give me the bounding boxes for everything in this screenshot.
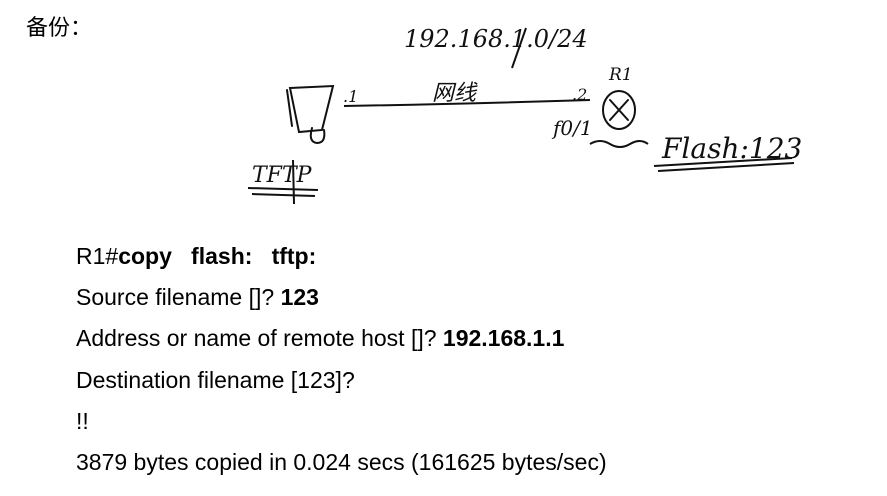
tftp-underline: [247, 159, 319, 205]
host-ip-suffix: .1: [343, 87, 358, 106]
console-command-line: R1#copy flash: tftp:: [76, 238, 607, 279]
source-filename-prompt: Source filename []?: [76, 284, 281, 311]
console-output: R1#copy flash: tftp: Source filename []?…: [76, 238, 607, 485]
subnet-slash: [511, 27, 527, 69]
backup-heading: 备份：: [26, 16, 93, 41]
transfer-result-line: 3879 bytes copied in 0.024 secs (161625 …: [76, 448, 607, 475]
router-icon: [602, 90, 636, 130]
source-filename-line: Source filename []? 123: [76, 279, 607, 320]
router-interface-label: f0/1: [551, 116, 593, 140]
network-cable: [343, 99, 591, 107]
source-filename-value: 123: [280, 284, 319, 311]
console-command: copy flash: tftp:: [118, 243, 317, 269]
subnet-label: 192.168.1.0/24: [404, 25, 588, 53]
transfer-progress-line: !!: [76, 407, 89, 434]
router-name-label: R1: [608, 65, 633, 85]
flash-underline: [653, 157, 795, 172]
network-sketch: 192.168.1.0/24 TFTP .1 网线 .2 f0/1 R1 Fla…: [247, 25, 802, 205]
flash-connector: [589, 140, 649, 148]
flash-label: Flash:123: [661, 132, 802, 165]
router-ip-suffix: .2: [572, 85, 587, 104]
remote-host-value: 192.168.1.1: [442, 325, 565, 352]
tftp-label: TFTP: [252, 163, 313, 188]
destination-filename-line: Destination filename [123]?: [76, 366, 355, 393]
remote-host-prompt: Address or name of remote host []?: [76, 325, 443, 352]
remote-host-line: Address or name of remote host []? 192.1…: [76, 320, 607, 361]
tftp-server-icon: [286, 84, 335, 145]
console-prompt: R1#: [76, 243, 119, 269]
cable-label: 网线: [432, 81, 478, 106]
